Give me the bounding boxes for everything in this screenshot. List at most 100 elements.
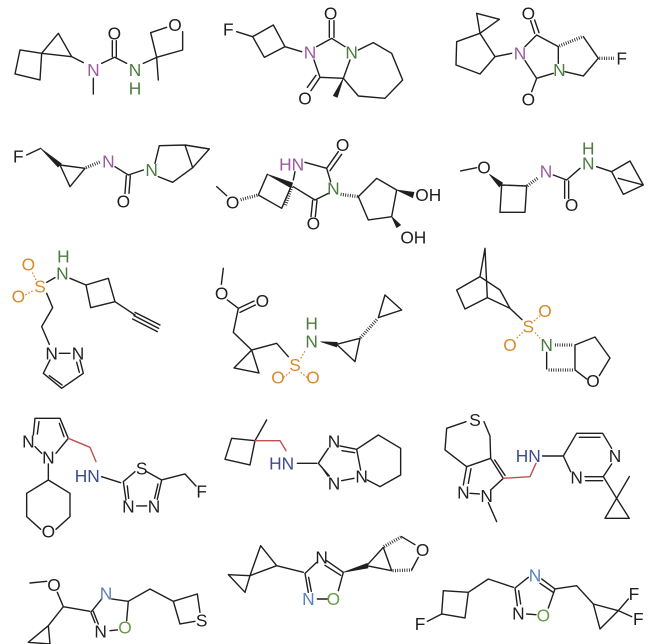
- bonds: [455, 247, 611, 380]
- atom-label: HN: [279, 154, 304, 174]
- atom-label: O: [477, 158, 490, 178]
- hashed-bond: [85, 160, 102, 170]
- bonds: [455, 12, 600, 93]
- molecule-11: HN N N N: [224, 419, 402, 493]
- wedge-bond: [40, 148, 62, 168]
- wedge-bond: [391, 216, 402, 229]
- wedge-bond: [332, 78, 344, 98]
- molecule-9: S O O N O: [455, 247, 611, 391]
- hashed-bond: [526, 176, 540, 188]
- molecule-6: O N H N O: [459, 138, 645, 215]
- bonds: [444, 420, 631, 523]
- atom-label: N: [145, 160, 158, 180]
- molecule-10: N N HN S N N F O: [22, 417, 207, 542]
- atom-label: N: [327, 178, 340, 198]
- bonds: [25, 417, 197, 531]
- atom-label: O: [537, 606, 550, 626]
- atom-label: F: [629, 584, 640, 604]
- sulfonyl-double-bond: [24, 270, 37, 296]
- atom-label: O: [22, 254, 35, 274]
- molecule-3: N N O O F: [455, 3, 627, 109]
- atom-label: S: [136, 458, 148, 478]
- bonds: [224, 419, 402, 488]
- atom-label: O: [324, 3, 337, 23]
- molecule-8: O O H N S O O: [215, 267, 403, 388]
- bonds: [215, 150, 398, 221]
- sulfonyl-double-bond: [515, 315, 541, 340]
- atom-label: O: [336, 135, 349, 155]
- atom-label: N: [570, 467, 583, 487]
- atom-label: O: [586, 371, 599, 391]
- atom-label: N: [102, 152, 115, 172]
- atom-label: O: [215, 283, 228, 303]
- molecule-4: F N N O: [13, 144, 211, 212]
- atom-label: H: [582, 138, 595, 158]
- atom-label: O: [503, 335, 516, 355]
- wedge-bond: [489, 174, 504, 188]
- atom-label: F: [13, 147, 24, 167]
- bonds: [14, 26, 184, 95]
- atom-label: O: [522, 3, 535, 23]
- atom-label: O: [47, 575, 60, 595]
- atom-label: N: [122, 497, 135, 517]
- atom-label: N: [345, 43, 358, 63]
- atom-label: O: [108, 23, 121, 43]
- atom-label: N: [94, 621, 107, 641]
- linker-bond: [502, 462, 537, 480]
- wedge-bond: [396, 189, 415, 199]
- atom-label: OH: [400, 228, 426, 248]
- atom-label: N: [553, 60, 566, 80]
- atom-label: O: [118, 617, 131, 637]
- atom-label: N: [514, 43, 527, 63]
- atom-label: N: [457, 483, 470, 503]
- atom-label: N: [529, 566, 542, 586]
- atom-label: N: [328, 432, 341, 452]
- bonds: [40, 276, 161, 390]
- atom-label: N: [540, 162, 553, 182]
- atom-label: N: [22, 432, 35, 452]
- atom-label: O: [538, 301, 551, 321]
- atom-label: F: [633, 609, 644, 629]
- atom-label: H: [57, 247, 70, 267]
- molecule-12: S N N HN N N: [444, 410, 631, 523]
- atom-label: O: [226, 192, 239, 212]
- atom-label: F: [616, 48, 627, 68]
- atom-label: N: [42, 447, 55, 467]
- hashed-bond: [548, 343, 574, 372]
- linker-bond: [67, 437, 97, 463]
- atom-label: O: [307, 213, 320, 233]
- atom-label: N: [609, 446, 622, 466]
- atom-label: S: [523, 317, 535, 337]
- hashed-bond: [383, 535, 412, 573]
- atom-label: O: [256, 291, 269, 311]
- bonds: [400, 535, 420, 571]
- atom-label: O: [298, 88, 311, 108]
- atom-label: N: [56, 263, 69, 283]
- bonds: [220, 267, 403, 374]
- wedge-bond: [267, 174, 294, 189]
- hashed-bond: [240, 186, 359, 208]
- atom-label: O: [327, 589, 340, 609]
- atom-label: O: [306, 368, 319, 388]
- atom-label: N: [129, 60, 142, 80]
- sulfonyl-double-bond: [282, 350, 308, 379]
- wedge-bond: [320, 341, 338, 348]
- bonds: [227, 544, 393, 600]
- atom-label: O: [117, 192, 130, 212]
- bonds: [27, 580, 201, 644]
- bonds: [459, 160, 645, 214]
- atom-label: HN: [516, 446, 541, 466]
- atom-label: N: [45, 343, 58, 363]
- atom-label: N: [302, 589, 315, 609]
- molecule-2: F N N O O: [223, 3, 404, 108]
- atom-label: N: [355, 467, 368, 487]
- wedge-bond: [343, 562, 369, 573]
- atom-label: O: [42, 522, 55, 542]
- molecule-7: H N S O O N N: [12, 247, 161, 390]
- atom-label: HN: [269, 453, 294, 473]
- atom-label: S: [469, 410, 481, 430]
- bonds: [235, 19, 404, 100]
- atom-label: O: [565, 195, 578, 215]
- atom-label: N: [305, 332, 318, 352]
